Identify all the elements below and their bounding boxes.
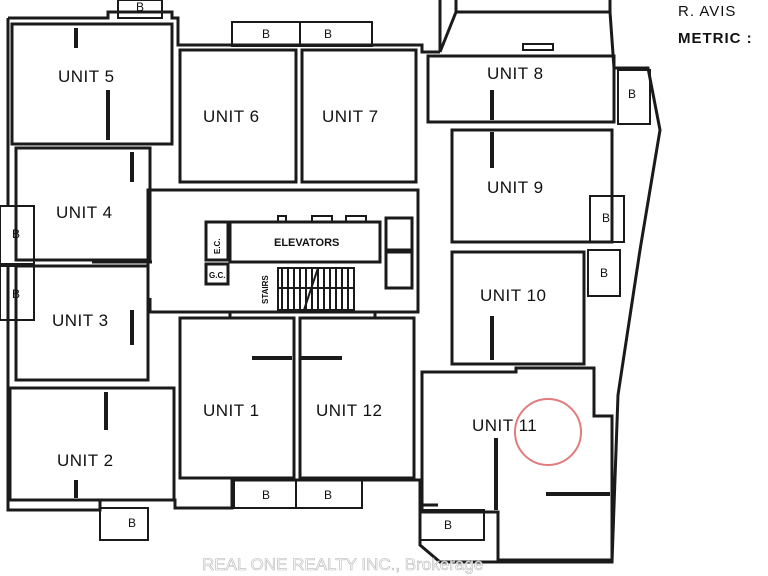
unit-7-label: UNIT 7 <box>322 107 379 126</box>
balcony-label: B <box>324 488 332 502</box>
unit-6-label: UNIT 6 <box>203 107 260 126</box>
balcony-top-1: B <box>117 0 163 19</box>
electrical-closet <box>204 220 230 262</box>
corridor-walls <box>148 190 420 318</box>
service-room-2 <box>384 250 414 290</box>
balcony-label: B <box>12 287 20 301</box>
elevator-shaft-3 <box>345 215 367 223</box>
unit-2-label: UNIT 2 <box>57 451 114 470</box>
header-metric: METRIC : <box>678 30 753 47</box>
balcony-west-2: B <box>0 265 35 321</box>
building-outline-east <box>418 0 662 564</box>
unit-12-label: UNIT 12 <box>316 401 383 420</box>
garbage-closet <box>204 262 230 286</box>
unit-11-label: UNIT 11 <box>472 416 537 435</box>
unit-8-window <box>522 43 554 51</box>
unit-9-label: UNIT 9 <box>487 178 544 197</box>
gc-label: G.C. <box>209 271 225 280</box>
balcony-label: B <box>262 488 270 502</box>
unit-5-outline <box>10 22 174 146</box>
unit-8-label: UNIT 8 <box>487 64 544 83</box>
balcony-east-3: B <box>587 249 621 297</box>
unit-6-outline <box>178 48 298 184</box>
unit-5-label: UNIT 5 <box>58 67 115 86</box>
balcony-label: B <box>602 211 610 225</box>
balcony-label: B <box>444 518 452 532</box>
balcony-label: B <box>628 87 636 101</box>
balcony-bottom-2: B <box>233 479 297 509</box>
balcony-label: B <box>324 27 332 41</box>
elevators-label: ELEVATORS <box>274 237 339 249</box>
unit-4-label: UNIT 4 <box>56 203 113 222</box>
balcony-label: B <box>600 266 608 280</box>
unit-1-outline <box>178 316 296 480</box>
unit-2-outline <box>8 386 176 502</box>
balcony-bottom-1: B <box>99 507 149 541</box>
unit-10-outline <box>450 250 586 366</box>
balcony-bottom-4: B <box>419 509 485 541</box>
balcony-east-1: B <box>617 69 651 125</box>
balcony-label: B <box>136 0 144 14</box>
unit-8-wall-top <box>438 11 458 53</box>
ec-label: E.C. <box>213 238 222 254</box>
elevator-lobby <box>228 220 382 264</box>
unit-8-outline <box>426 54 616 124</box>
stairs-graphic <box>277 267 355 311</box>
balcony-top-3: B <box>299 21 373 47</box>
building-outline-west <box>6 0 442 512</box>
unit-11-outline <box>420 366 614 562</box>
balcony-label: B <box>262 27 270 41</box>
unit-1-label: UNIT 1 <box>203 401 260 420</box>
unit-3-outline <box>14 264 150 382</box>
watermark-text: REAL ONE REALTY INC., Brokerage <box>202 555 483 574</box>
balcony-east-2: B <box>589 195 625 243</box>
elevator-shaft-2 <box>311 215 333 223</box>
balcony-bottom-3: B <box>295 479 363 509</box>
balcony-west-1: B <box>0 205 35 265</box>
balcony-label: B <box>128 516 136 530</box>
balcony-top-2: B <box>231 21 301 47</box>
service-room-1 <box>384 216 414 252</box>
unit-10-label: UNIT 10 <box>480 286 547 305</box>
balcony-label: B <box>12 227 20 241</box>
stairs-label: STAIRS <box>261 275 270 304</box>
unit-12-outline <box>298 316 416 480</box>
unit-11-highlight-circle <box>514 398 582 466</box>
header-name: R. AVIS <box>678 3 736 20</box>
elevator-shaft-1 <box>277 215 287 223</box>
unit-9-outline <box>450 128 614 244</box>
unit-3-label: UNIT 3 <box>52 311 109 330</box>
unit-7-outline <box>300 48 418 184</box>
